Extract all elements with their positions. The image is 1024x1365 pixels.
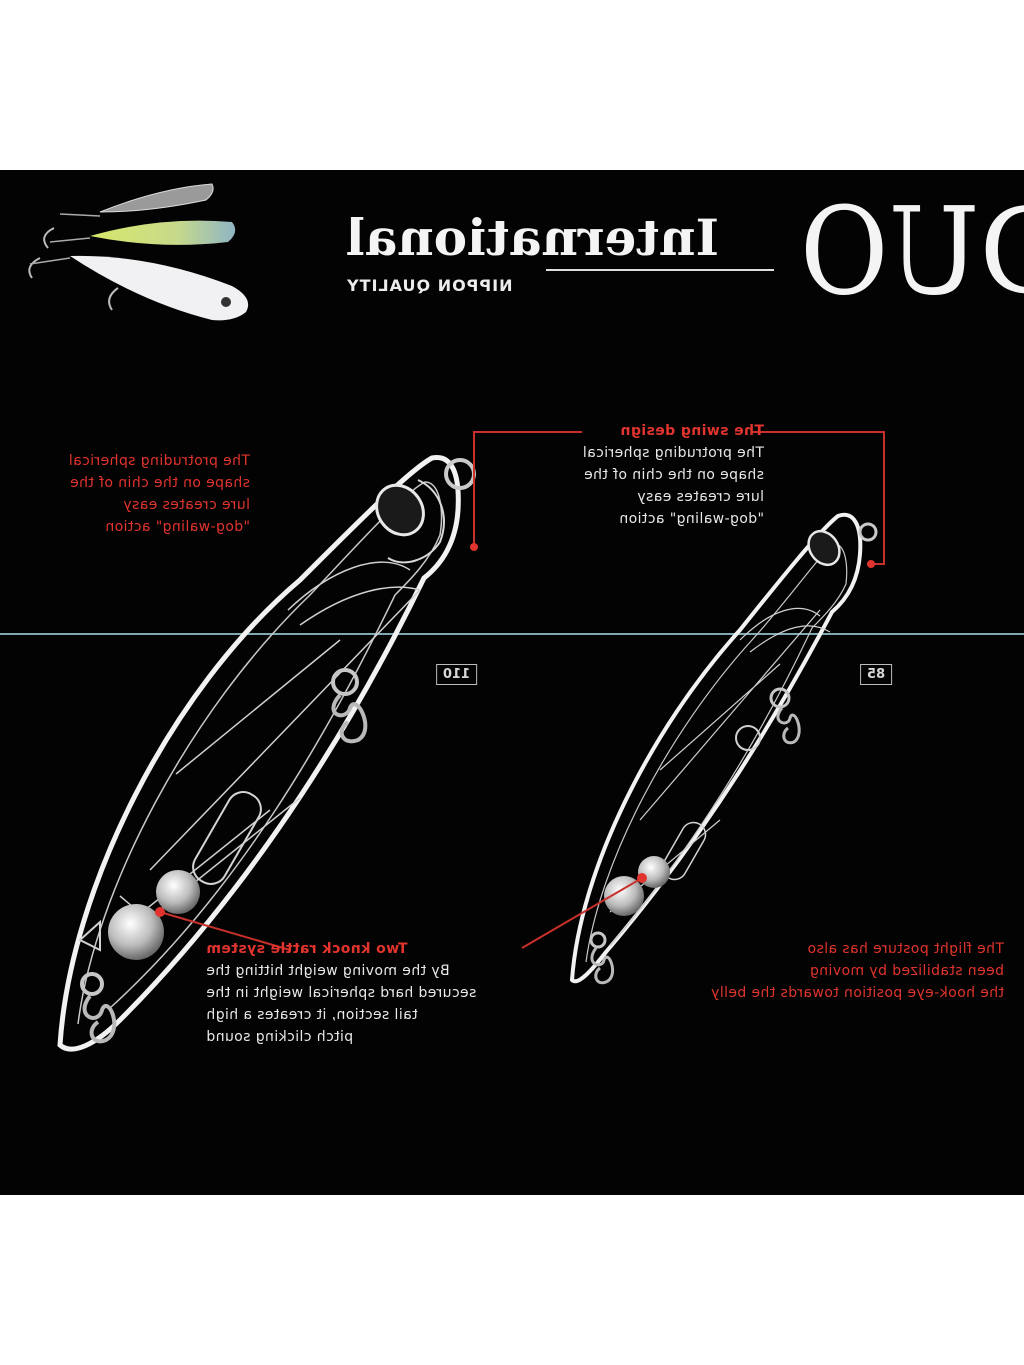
callout-flight-line: the hook-eye position towards the belly [710, 985, 1004, 1001]
callout-flight: The flight posture has also been stabili… [636, 938, 1004, 1004]
brand-name: International [346, 208, 719, 267]
leader-lines [159, 431, 885, 951]
callout-swing-line: "dog-waling" action [619, 511, 764, 527]
leader-dots [155, 543, 875, 917]
callout-flight-line: been stabilized by moving [809, 963, 1004, 979]
size-badge-110: 110 [436, 664, 478, 685]
callout-chin-left-line: lure creates easy [122, 497, 250, 513]
callout-rattle-line: tail section, it creates a high [206, 1007, 418, 1023]
callout-swing-line: lure creates easy [636, 489, 764, 505]
callout-swing-line: The protruding spherical [582, 445, 764, 461]
callout-swing-line: shape on the chin of the [583, 467, 764, 483]
duo-logo: DUO [800, 182, 1024, 323]
lure-photo-icon [28, 183, 249, 321]
callout-rattle: Two knock rattle system By the moving we… [206, 938, 530, 1048]
lure-85-diagram-icon [569, 512, 878, 985]
lure-110-diagram-icon [57, 455, 476, 1052]
brand-tagline: NIPPON QUALITY [346, 276, 513, 295]
callout-rattle-line: secured hard spherical weight in the [206, 985, 477, 1001]
diagram-artwork [0, 183, 1024, 1052]
callout-flight-line: The flight posture has also [807, 941, 1004, 957]
callout-rattle-line: pitch clicking sound [206, 1029, 354, 1045]
callout-chin-left-line: The protruding spherical [68, 453, 250, 469]
callout-rattle-title: Two knock rattle system [206, 941, 408, 957]
callout-swing: The swing design The protruding spherica… [528, 420, 764, 530]
callout-swing-title: The swing design [620, 423, 764, 439]
callout-chin-left: The protruding spherical shape on the ch… [18, 450, 250, 538]
size-badge-85: 85 [860, 664, 893, 685]
callout-chin-left-line: shape on the chin of the [69, 475, 250, 491]
callout-rattle-line: By the moving weight hitting the [206, 963, 450, 979]
diagram-panel: DUO International NIPPON QUALITY The pro… [0, 170, 1024, 1195]
callout-chin-left-line: "dog-waling" action [105, 519, 250, 535]
